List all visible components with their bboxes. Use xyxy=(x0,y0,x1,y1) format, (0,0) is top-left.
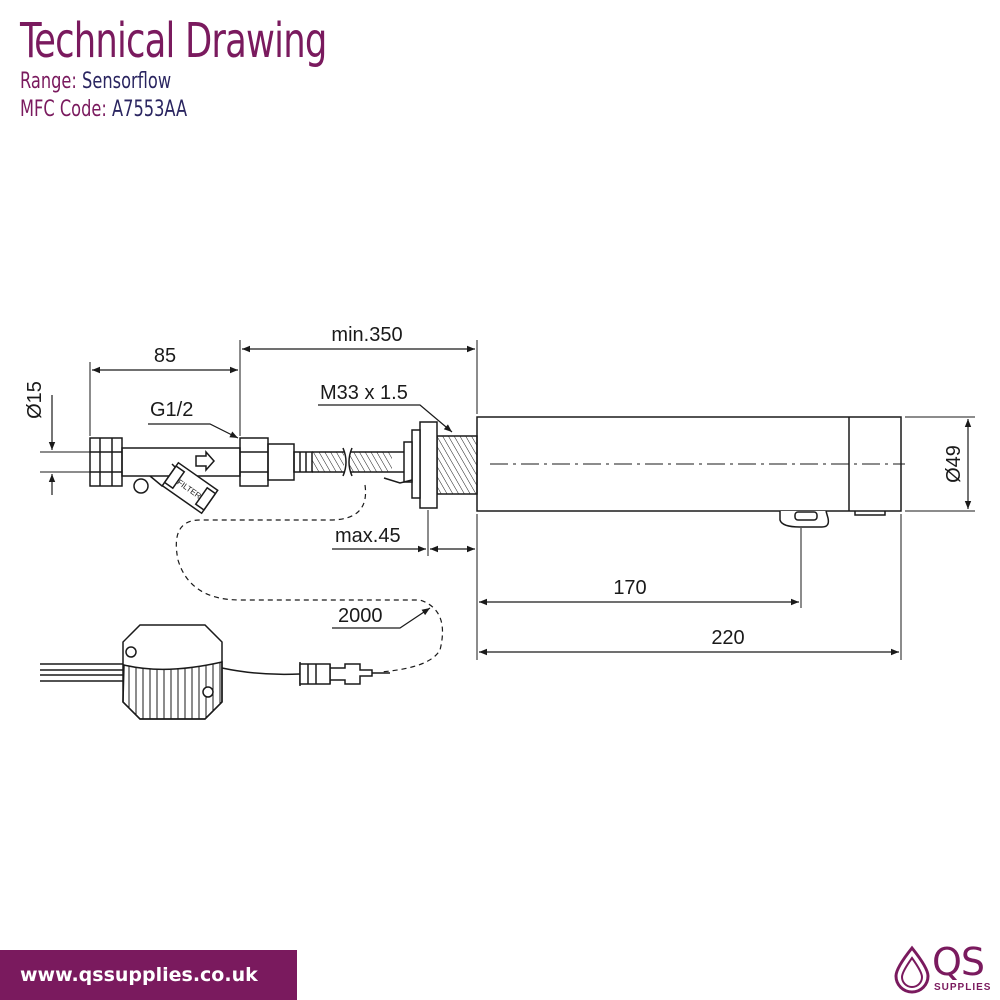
dim-g12-label: G1/2 xyxy=(150,399,193,421)
spout-body xyxy=(476,416,905,528)
control-box xyxy=(40,624,390,720)
dim-dia15-label: Ø15 xyxy=(24,381,46,419)
header: Technical Drawing Range: Sensorflow MFC … xyxy=(20,14,394,124)
dim-dia49-label: Ø49 xyxy=(943,445,965,483)
page-title: Technical Drawing xyxy=(20,13,327,69)
m33-leader xyxy=(318,404,453,433)
mfc-line: MFC Code: A7553AA xyxy=(20,96,327,124)
valve-assembly: FILTER xyxy=(89,437,347,515)
cable-leader xyxy=(332,607,431,629)
dim-max45-label: max.45 xyxy=(335,525,401,547)
g12-leader xyxy=(148,423,239,439)
website-link[interactable]: www.qssupplies.co.uk xyxy=(0,950,297,1000)
range-label: Range: xyxy=(20,69,77,94)
threaded-fitting xyxy=(348,421,478,509)
dim-m33-label: M33 x 1.5 xyxy=(320,382,408,404)
logo-text: QS xyxy=(932,940,985,984)
dim-170-label: 170 xyxy=(613,577,646,599)
extension-lines xyxy=(40,340,975,660)
range-value: Sensorflow xyxy=(82,69,172,94)
sensor-cable xyxy=(175,484,444,673)
logo-subtext: SUPPLIES xyxy=(934,982,992,993)
range-line: Range: Sensorflow xyxy=(20,68,327,96)
dim-85-label: 85 xyxy=(154,345,176,367)
mfc-value: A7553AA xyxy=(112,97,188,122)
dim-min350-label: min.350 xyxy=(331,324,402,346)
drop-icon xyxy=(894,945,930,994)
qs-supplies-logo: QS SUPPLIES xyxy=(890,940,995,996)
dim-220-label: 220 xyxy=(711,627,744,649)
dim-2000-label: 2000 xyxy=(338,605,383,627)
mfc-label: MFC Code: xyxy=(20,97,107,122)
